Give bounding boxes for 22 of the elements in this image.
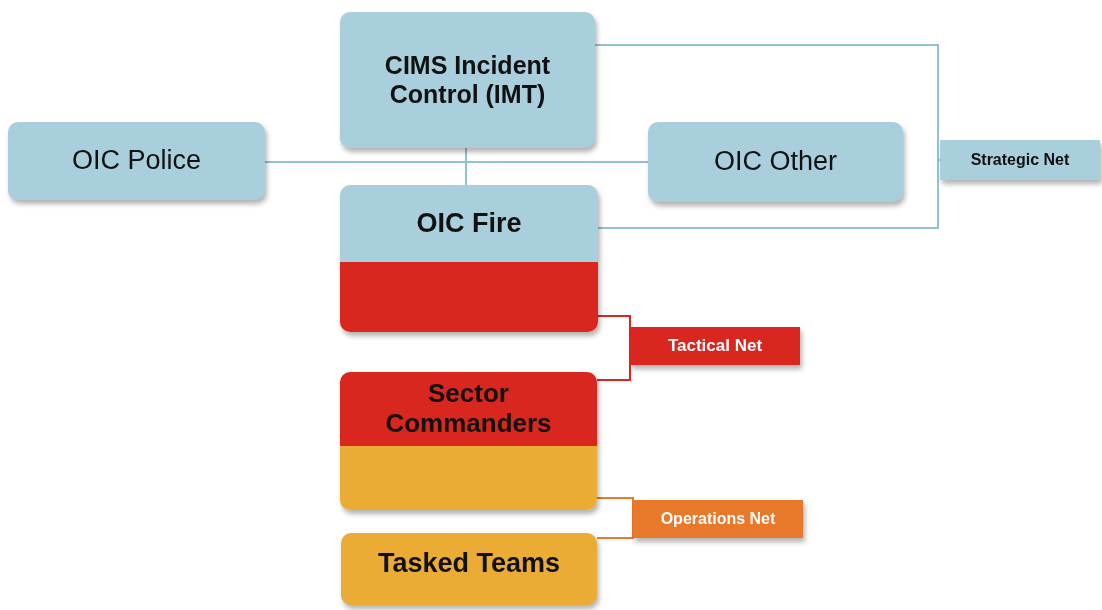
node-label: Tasked Teams xyxy=(376,548,562,580)
process-box xyxy=(8,122,265,200)
node-label: Strategic Net xyxy=(969,150,1071,170)
process-box xyxy=(340,372,597,510)
connector-line xyxy=(465,147,467,186)
connector-line xyxy=(264,161,649,163)
node-label: OIC Police xyxy=(70,145,202,177)
net-label xyxy=(940,140,1100,180)
process-box xyxy=(340,185,598,332)
process-box xyxy=(341,533,597,605)
net-label xyxy=(633,500,803,538)
process-box xyxy=(648,122,903,202)
node-label: OIC Other xyxy=(713,146,838,178)
node-label: CIMS Incident Control (IMT) xyxy=(383,51,552,109)
node-label: OIC Fire xyxy=(415,207,523,239)
node-label: Tactical Net xyxy=(666,336,764,356)
connector-line xyxy=(597,159,941,229)
connector-line xyxy=(594,44,941,161)
net-label xyxy=(630,327,800,365)
process-box xyxy=(340,12,595,148)
node-label: Operations Net xyxy=(659,509,777,529)
node-label: Sector Commanders xyxy=(384,379,553,439)
